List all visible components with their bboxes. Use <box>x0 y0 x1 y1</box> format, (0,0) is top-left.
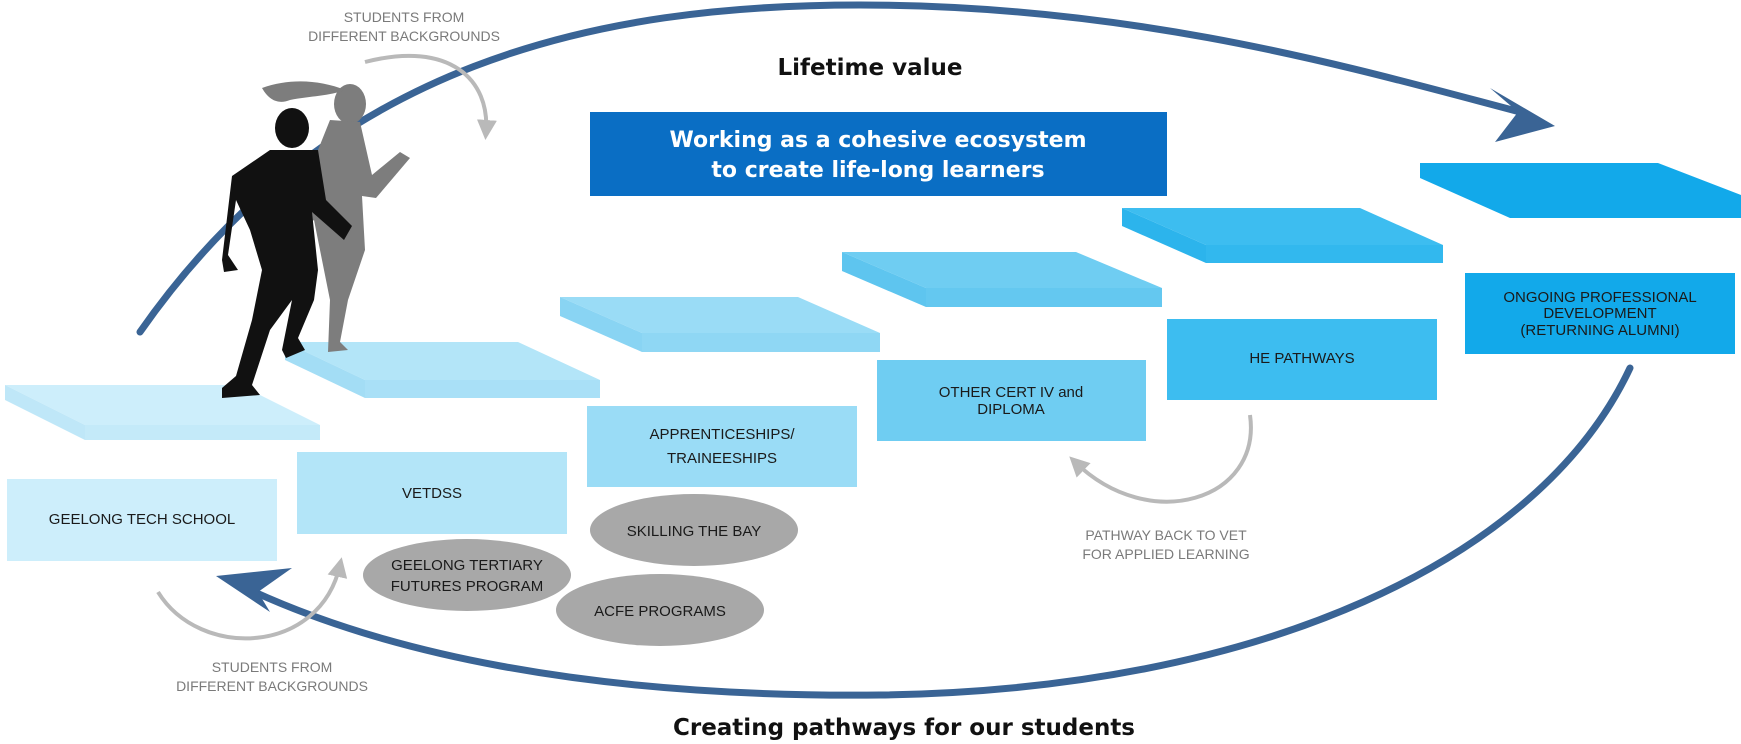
geelong-tertiary-label-2: FUTURES PROGRAM <box>391 578 544 595</box>
step-5 <box>1122 208 1443 263</box>
other-cert-box: OTHER CERT IV and DIPLOMA <box>877 360 1146 441</box>
ongoing-label-2: DEVELOPMENT <box>1543 305 1656 322</box>
students-top-arrow <box>364 53 497 140</box>
skilling-the-bay-oval: SKILLING THE BAY <box>590 494 798 566</box>
students-bottom-label-1: STUDENTS FROM <box>212 659 333 675</box>
pathway-back-arrow <box>1069 414 1253 504</box>
geelong-tertiary-label-1: GEELONG TERTIARY <box>391 557 543 574</box>
creating-pathways-arrowhead <box>216 568 292 612</box>
step-1 <box>5 385 320 440</box>
students-bottom-arrow <box>156 557 348 641</box>
ongoing-label-3: (RETURNING ALUMNI) <box>1520 322 1679 339</box>
man-silhouette-icon <box>222 108 352 398</box>
geelong-tech-school-box: GEELONG TECH SCHOOL <box>7 479 277 561</box>
step-3 <box>560 297 880 352</box>
step-6 <box>1420 163 1741 218</box>
acfe-programs-label: ACFE PROGRAMS <box>594 603 726 620</box>
banner-line-1: Working as a cohesive ecosystem <box>669 128 1086 153</box>
apprenticeships-label-2: TRAINEESHIPS <box>667 450 777 467</box>
skilling-the-bay-label: SKILLING THE BAY <box>627 523 762 540</box>
geelong-tertiary-oval: GEELONG TERTIARY FUTURES PROGRAM <box>363 539 571 611</box>
geelong-tech-school-label: GEELONG TECH SCHOOL <box>49 511 235 528</box>
other-cert-label-2: DIPLOMA <box>977 401 1045 418</box>
ecosystem-banner: Working as a cohesive ecosystem to creat… <box>590 112 1167 196</box>
he-pathways-label: HE PATHWAYS <box>1249 350 1354 367</box>
apprenticeships-box: APPRENTICESHIPS/ TRAINEESHIPS <box>587 406 857 487</box>
students-top-label-1: STUDENTS FROM <box>344 9 465 25</box>
lifetime-value-title: Lifetime value <box>778 55 963 81</box>
students-bottom-label-2: DIFFERENT BACKGROUNDS <box>176 678 368 694</box>
vetdss-box: VETDSS <box>297 452 567 534</box>
ongoing-development-box: ONGOING PROFESSIONAL DEVELOPMENT (RETURN… <box>1465 273 1735 354</box>
acfe-programs-oval: ACFE PROGRAMS <box>556 574 764 646</box>
step-2 <box>285 342 600 398</box>
creating-pathways-title: Creating pathways for our students <box>673 715 1135 741</box>
he-pathways-box: HE PATHWAYS <box>1167 319 1437 400</box>
vetdss-label: VETDSS <box>402 485 462 502</box>
pathway-back-label-2: FOR APPLIED LEARNING <box>1082 546 1249 562</box>
lifetime-value-arrowhead <box>1490 88 1555 142</box>
step-4 <box>842 252 1162 307</box>
pathway-back-label-1: PATHWAY BACK TO VET <box>1085 527 1247 543</box>
creating-pathways-arc <box>246 364 1634 699</box>
banner-line-2: to create life-long learners <box>711 158 1044 183</box>
ongoing-label-1: ONGOING PROFESSIONAL <box>1503 289 1696 306</box>
other-cert-label-1: OTHER CERT IV and <box>939 384 1084 401</box>
apprenticeships-label-1: APPRENTICESHIPS/ <box>649 426 795 443</box>
students-top-label-2: DIFFERENT BACKGROUNDS <box>308 28 500 44</box>
